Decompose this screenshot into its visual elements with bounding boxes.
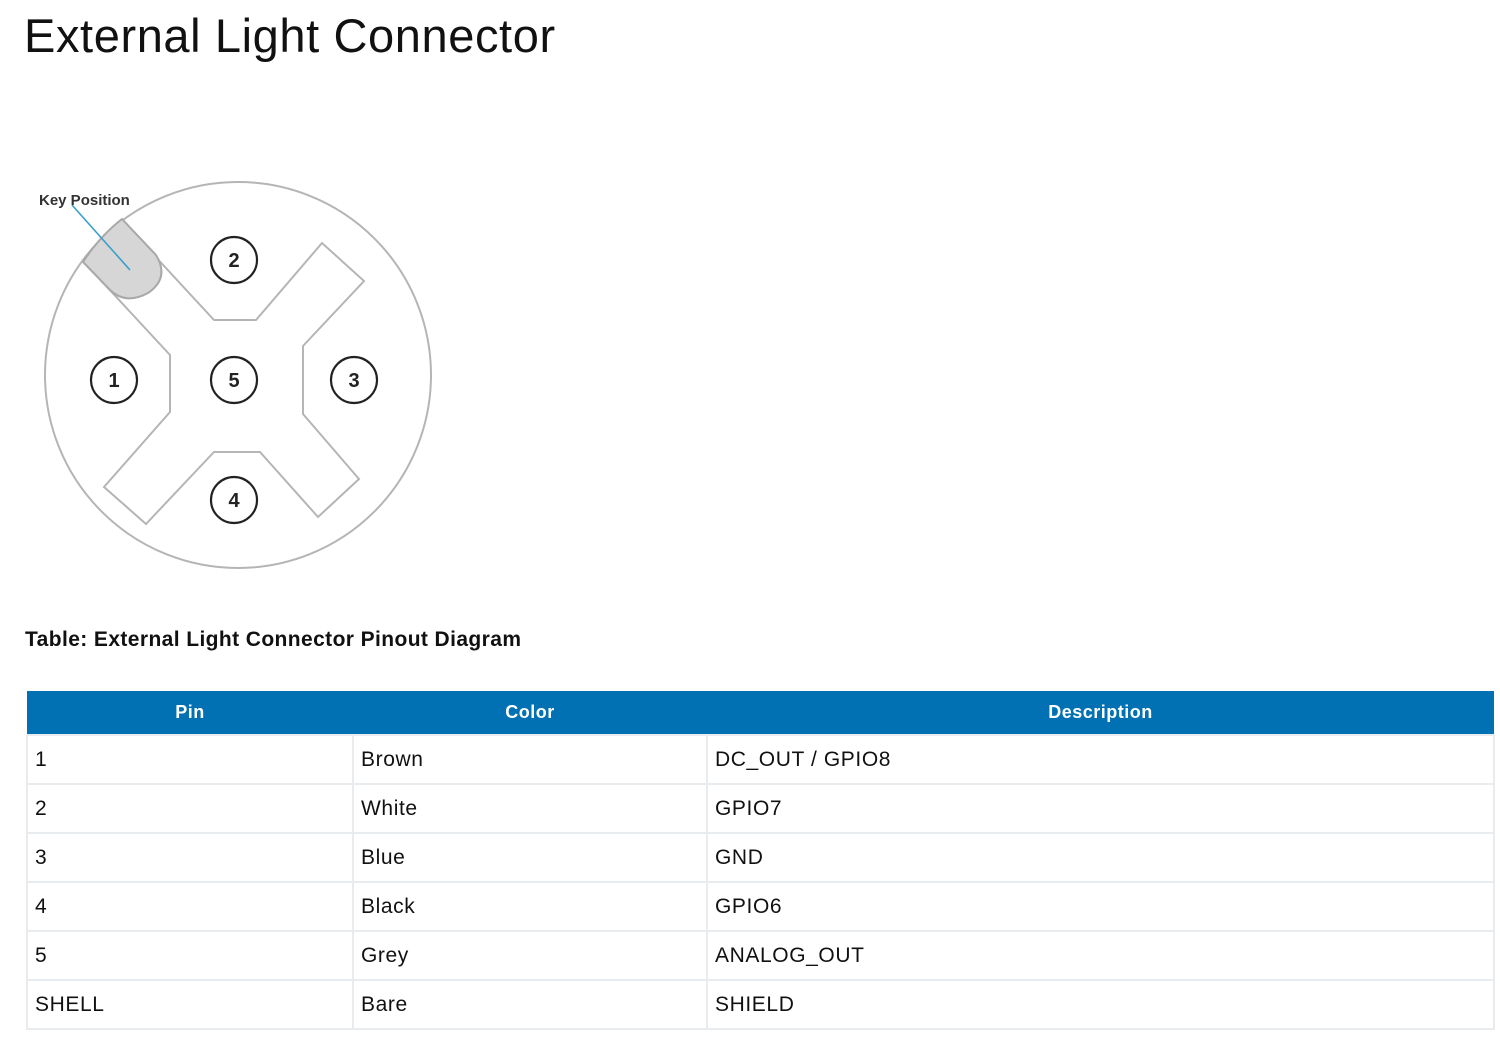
table-row: 2 White GPIO7: [26, 783, 1495, 834]
pin-2-label: 2: [228, 250, 239, 272]
cell-description: GPIO7: [706, 783, 1495, 834]
pin-4: 4: [209, 475, 259, 525]
pin-3-label: 3: [348, 370, 359, 392]
column-header-description: Description: [707, 691, 1494, 735]
pin-1-label: 1: [108, 370, 119, 392]
cell-description: DC_OUT / GPIO8: [706, 734, 1495, 785]
pinout-table: Pin Color Description 1 Brown DC_OUT / G…: [26, 691, 1495, 1030]
cell-color: Bare: [352, 979, 708, 1030]
table-row: 4 Black GPIO6: [26, 881, 1495, 932]
table-header-row: Pin Color Description: [27, 691, 1494, 735]
page-title: External Light Connector: [24, 9, 556, 62]
table-row: 3 Blue GND: [26, 832, 1495, 883]
socket-cavity-outline: [69, 213, 366, 526]
cell-color: Black: [352, 881, 708, 932]
table-row: SHELL Bare SHIELD: [26, 979, 1495, 1030]
key-position-label: Key Position: [39, 192, 130, 209]
pin-3: 3: [329, 355, 379, 405]
cell-pin: 2: [26, 783, 354, 834]
pin-5: 5: [209, 355, 259, 405]
cell-pin: SHELL: [26, 979, 354, 1030]
cell-pin: 1: [26, 734, 354, 785]
cell-pin: 5: [26, 930, 354, 981]
pin-4-label: 4: [228, 490, 240, 512]
table-caption: Table: External Light Connector Pinout D…: [25, 628, 522, 651]
table-row: 5 Grey ANALOG_OUT: [26, 930, 1495, 981]
cell-description: ANALOG_OUT: [706, 930, 1495, 981]
cell-description: SHIELD: [706, 979, 1495, 1030]
cell-color: Blue: [352, 832, 708, 883]
column-header-pin: Pin: [27, 691, 353, 735]
cell-color: White: [352, 783, 708, 834]
cell-pin: 4: [26, 881, 354, 932]
pin-2: 2: [209, 235, 259, 285]
cell-description: GND: [706, 832, 1495, 883]
pin-5-label: 5: [228, 370, 239, 392]
key-position-leader: [71, 204, 131, 271]
cell-pin: 3: [26, 832, 354, 883]
connector-pinout-diagram: Key Position 1 2 3 4 5: [0, 0, 460, 600]
cell-color: Brown: [352, 734, 708, 785]
cell-description: GPIO6: [706, 881, 1495, 932]
pin-1: 1: [89, 355, 139, 405]
column-header-color: Color: [353, 691, 707, 735]
cell-color: Grey: [352, 930, 708, 981]
table-row: 1 Brown DC_OUT / GPIO8: [26, 734, 1495, 785]
